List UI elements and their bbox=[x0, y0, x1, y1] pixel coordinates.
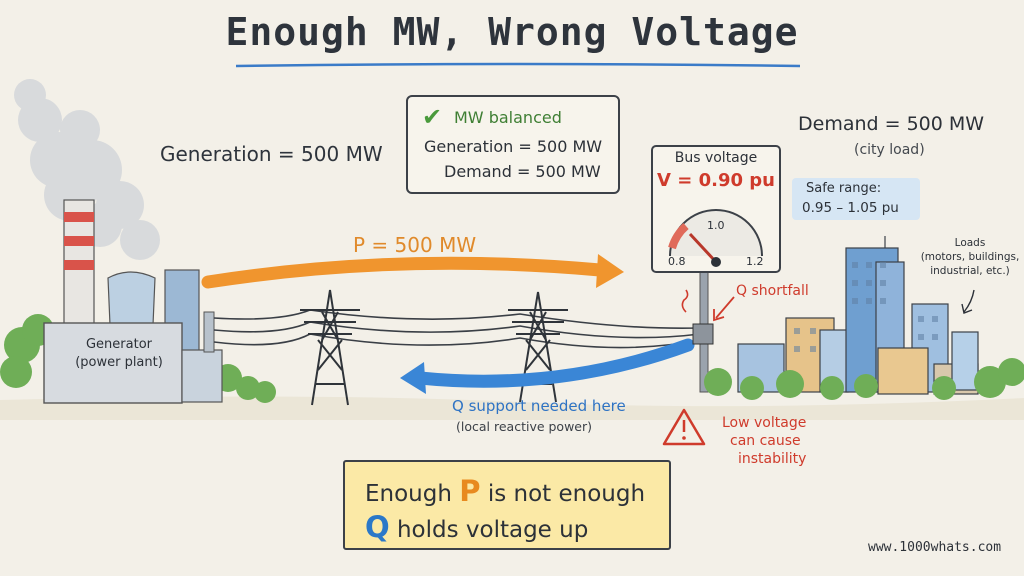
loads-arrow bbox=[963, 289, 975, 313]
safe-range-value: 0.95 – 1.05 pu bbox=[802, 200, 899, 216]
q-support-label: Q support needed here bbox=[452, 397, 626, 415]
warning-triangle bbox=[662, 408, 706, 446]
generation-label: Generation = 500 MW bbox=[160, 142, 383, 166]
mw-demand-line: Demand = 500 MW bbox=[444, 162, 601, 181]
loads-title: Loads bbox=[954, 237, 986, 249]
loads-line3: industrial, etc.) bbox=[930, 265, 1010, 277]
p-flow-label: P = 500 MW bbox=[353, 233, 477, 257]
gauge-tick-low: 0.8 bbox=[668, 255, 686, 268]
power-plant bbox=[43, 199, 223, 404]
pylon-right bbox=[508, 291, 568, 403]
takeaway-pre: Enough bbox=[365, 481, 460, 507]
q-support-sub: (local reactive power) bbox=[456, 419, 593, 434]
q-flow-arrowhead bbox=[400, 362, 426, 394]
low-voltage-line3: instability bbox=[738, 451, 807, 467]
website-credit: www.1000whats.com bbox=[868, 540, 1002, 555]
title-underline bbox=[235, 62, 801, 68]
safe-range-title: Safe range: bbox=[806, 181, 882, 196]
mw-balanced-title: MW balanced bbox=[454, 108, 562, 127]
loads-line2: (motors, buildings, bbox=[920, 251, 1020, 263]
gauge-tick-mid: 1.0 bbox=[707, 219, 725, 232]
shortfall-wiggle bbox=[681, 289, 689, 313]
generator-label: Generator (power plant) bbox=[64, 336, 174, 372]
shortfall-arrow bbox=[715, 296, 735, 319]
gauge-needle bbox=[688, 232, 718, 264]
q-shortfall-label: Q shortfall bbox=[736, 283, 809, 299]
p-flow-arrowhead bbox=[596, 254, 624, 288]
demand-label: Demand = 500 MW bbox=[798, 113, 985, 135]
loads-label: Loads (motors, buildings, industrial, et… bbox=[918, 236, 1022, 278]
bus-voltage-value: V = 0.90 pu bbox=[657, 170, 775, 191]
takeaway-row-1: Enough P is not enough bbox=[365, 474, 645, 508]
p-flow-arrow bbox=[201, 256, 607, 289]
takeaway-p-symbol: P bbox=[459, 474, 481, 508]
transmission-lines bbox=[213, 309, 701, 349]
generator-sub: (power plant) bbox=[75, 355, 163, 370]
takeaway-box: Enough P is not enough Q holds voltage u… bbox=[343, 460, 671, 550]
low-voltage-line2: can cause bbox=[730, 433, 801, 449]
takeaway-q-symbol: Q bbox=[365, 510, 390, 544]
mw-generation-line: Generation = 500 MW bbox=[424, 137, 603, 156]
bus-voltage-label: Bus voltage bbox=[674, 150, 758, 166]
ground bbox=[0, 396, 1024, 420]
trees-right bbox=[704, 358, 1024, 400]
city-windows bbox=[794, 262, 938, 352]
takeaway-post: is not enough bbox=[480, 481, 646, 507]
page-title: Enough MW, Wrong Voltage bbox=[225, 10, 799, 54]
city-buildings bbox=[737, 236, 979, 395]
low-voltage-warning: Low voltage can cause instability bbox=[722, 414, 822, 468]
takeaway-row-2: Q holds voltage up bbox=[365, 510, 588, 544]
takeaway-q-text: holds voltage up bbox=[389, 517, 589, 543]
safe-range-box: Safe range: 0.95 – 1.05 pu bbox=[792, 178, 920, 220]
city-load-label: (city load) bbox=[854, 142, 925, 158]
low-voltage-line1: Low voltage bbox=[722, 415, 807, 431]
generator-title: Generator bbox=[85, 337, 152, 352]
q-flow-arrow bbox=[413, 338, 695, 388]
gauge-red-zone bbox=[668, 222, 689, 250]
gauge-tick-high: 1.2 bbox=[746, 255, 764, 268]
mw-balanced-box: ✔ MW balanced Generation = 500 MW Demand… bbox=[406, 95, 620, 194]
check-icon: ✔ bbox=[422, 103, 443, 131]
pylon-left bbox=[300, 289, 360, 406]
